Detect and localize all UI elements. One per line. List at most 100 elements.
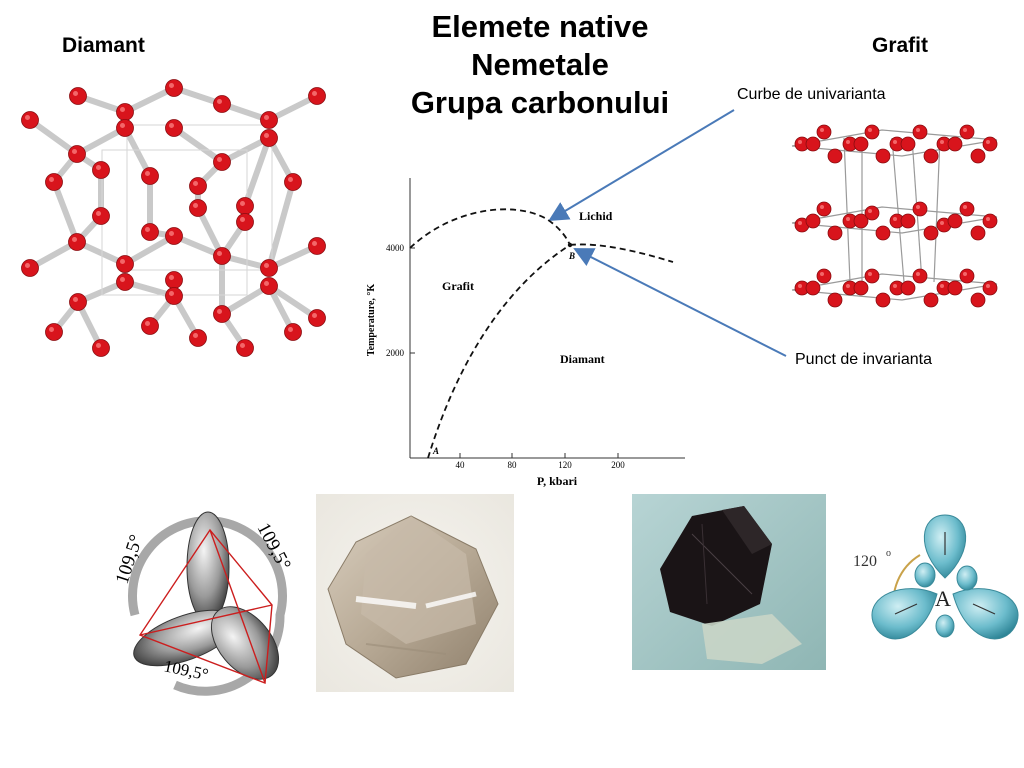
- y-tick-4000: 4000: [386, 243, 405, 253]
- carbon-atom: [864, 205, 880, 221]
- carbon-atom: [827, 148, 843, 164]
- carbon-atom: [900, 213, 916, 229]
- diamond-bond: [195, 205, 225, 259]
- carbon-atom: [805, 213, 821, 229]
- carbon-atom: [816, 268, 832, 284]
- diamond-bond: [242, 135, 272, 209]
- diamond-bond: [122, 233, 177, 267]
- x-tick-40: 40: [456, 460, 466, 470]
- angle-arc-sp3: [128, 516, 287, 696]
- diamond-bond: [219, 283, 272, 317]
- region-diamond: Diamant: [560, 352, 605, 366]
- carbon-atom: [853, 136, 869, 152]
- x-tick-80: 80: [508, 460, 518, 470]
- sp3-orbital-diagram: 109,5° 109,5° 109,5°: [112, 511, 295, 696]
- graphite-lattice-model: [791, 124, 998, 308]
- diamond-bond: [122, 85, 177, 115]
- arrow-univariant: [548, 109, 735, 222]
- carbon-atom: [982, 136, 998, 152]
- graphite-liquid-curve: [409, 208, 571, 249]
- title-line-1: Elemete native: [431, 9, 649, 44]
- sp2-angle-degree: o: [886, 548, 891, 559]
- graphite-crystal-photo: [632, 494, 826, 670]
- carbon-atom: [853, 280, 869, 296]
- y-axis-label: Temperature, °K: [366, 284, 377, 357]
- graphite-layer-outline: [791, 273, 998, 301]
- diamond-bond: [266, 179, 296, 271]
- carbon-atom: [947, 213, 963, 229]
- rough-diamond-photo: [316, 494, 514, 692]
- carbon-atom: [959, 268, 975, 284]
- carbon-atom: [923, 148, 939, 164]
- carbon-atom: [864, 124, 880, 140]
- slide-title: Elemete native Nemetale Grupa carbonului: [330, 8, 750, 122]
- sp2-lobe-right: [952, 588, 1019, 640]
- sp2-small-lobe-bottom: [935, 614, 955, 638]
- diamond-liquid-curve: [569, 243, 674, 263]
- carbon-atom: [853, 213, 869, 229]
- graphite-diamond-curve: [427, 244, 571, 459]
- carbon-atom: [805, 280, 821, 296]
- carbon-atom: [805, 136, 821, 152]
- invariant-point-label: Punct de invarianta: [795, 351, 932, 368]
- carbon-atom: [982, 280, 998, 296]
- graphite-interlayer-line: [933, 137, 941, 283]
- carbon-atom: [982, 213, 998, 229]
- region-liquid: Lichid: [579, 209, 613, 223]
- carbon-atom: [864, 268, 880, 284]
- carbon-atom: [947, 136, 963, 152]
- carbon-atom: [900, 136, 916, 152]
- carbon-atom: [827, 292, 843, 308]
- x-tick-120: 120: [558, 460, 572, 470]
- y-tick-2000: 2000: [386, 348, 405, 358]
- diamond-lattice-model: [21, 79, 326, 357]
- x-axis-label: P, kbari: [537, 474, 578, 488]
- title-line-2: Nemetale: [471, 47, 609, 82]
- orbital-lobe-right: [210, 606, 280, 680]
- diamond-bond: [266, 283, 320, 321]
- carbon-atom: [912, 268, 928, 284]
- carbon-phase-diagram: 4000 2000 40 80 120 200 P, kbari Tempera…: [366, 178, 685, 488]
- sp2-orbital-diagram: 120 o A: [853, 514, 1019, 640]
- carbon-atom: [816, 124, 832, 140]
- diamond-bond: [27, 117, 80, 157]
- carbon-atom: [900, 280, 916, 296]
- carbon-atom: [959, 124, 975, 140]
- carbon-atom: [875, 148, 891, 164]
- sp2-small-lobe-right: [956, 565, 978, 591]
- carbon-atom: [912, 201, 928, 217]
- title-line-3: Grupa carbonului: [410, 85, 670, 120]
- carbon-atom: [827, 225, 843, 241]
- diamond-bond: [51, 179, 80, 245]
- graphite-label: Grafit: [872, 34, 929, 57]
- sp2-lobe-left: [871, 588, 938, 640]
- carbon-atom: [959, 201, 975, 217]
- carbon-atom: [816, 201, 832, 217]
- diamond-bond: [122, 125, 153, 179]
- graphite-layer-outline: [791, 206, 998, 234]
- diamond-bond: [266, 93, 320, 123]
- graphite-layer-outline: [791, 129, 998, 157]
- region-graphite: Grafit: [442, 279, 474, 293]
- carbon-atom: [875, 292, 891, 308]
- carbon-atom: [970, 148, 986, 164]
- graphite-interlayer-line: [843, 137, 851, 283]
- sp2-angle-label: 120: [853, 553, 877, 570]
- carbon-atom: [923, 225, 939, 241]
- diamond-bond: [27, 239, 80, 271]
- carbon-atom: [970, 292, 986, 308]
- graphite-interlayer-line: [891, 137, 905, 283]
- carbon-atom: [970, 225, 986, 241]
- carbon-atom: [947, 280, 963, 296]
- carbon-atom: [875, 225, 891, 241]
- diamond-bond: [171, 125, 225, 165]
- point-b: B: [568, 251, 575, 261]
- angle-label-bottom: 109,5°: [162, 656, 210, 684]
- carbon-atom: [923, 292, 939, 308]
- sp2-small-lobe-left: [914, 562, 936, 588]
- sp2-atom-label: A: [935, 586, 951, 611]
- arrow-invariant: [573, 248, 787, 357]
- diamond-bond: [74, 125, 128, 157]
- diamond-label: Diamant: [62, 34, 145, 57]
